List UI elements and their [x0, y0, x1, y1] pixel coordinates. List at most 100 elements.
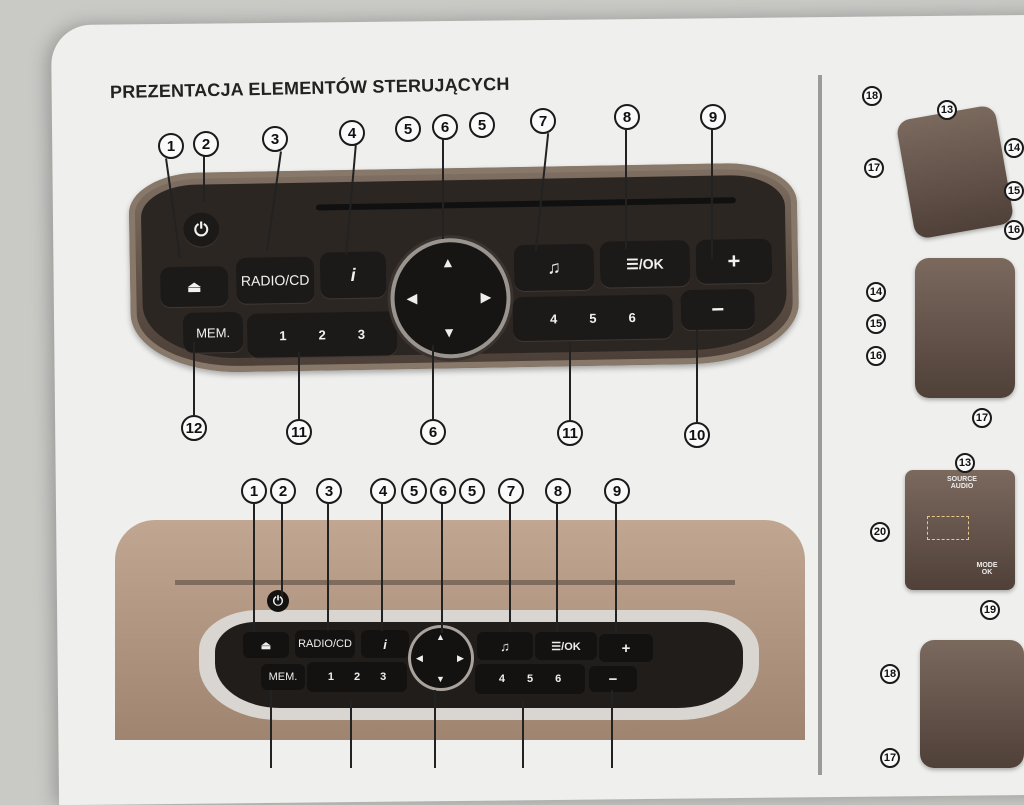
down-arrow-icon[interactable]: ▼ [441, 324, 457, 341]
callout-1: 1 [241, 478, 267, 504]
leader-line [441, 503, 443, 633]
music-icon: ♫ [547, 256, 561, 278]
preset-button-6[interactable]: 6 [555, 673, 562, 685]
radio-cd-button[interactable]: RADIO/CD [235, 256, 315, 304]
leader-line [711, 129, 713, 259]
preset-button-2[interactable]: 2 [318, 326, 326, 343]
up-arrow-icon[interactable]: ▲ [440, 254, 455, 271]
volume-plus-button[interactable]: + [695, 238, 773, 284]
leader-line [281, 503, 283, 597]
callout-16: 16 [866, 346, 886, 366]
callout-10: 10 [684, 422, 710, 448]
volume-minus-button[interactable]: − [589, 666, 637, 692]
leader-line [556, 503, 558, 631]
navigation-joystick[interactable]: ▲ ▼ ◀ ▶ [393, 241, 508, 356]
preset-button-4[interactable]: 4 [549, 310, 558, 327]
preset-button-5[interactable]: 5 [589, 310, 597, 326]
info-button[interactable]: i [361, 630, 409, 658]
callout-14: 14 [866, 282, 886, 302]
presets-left-group: 1 2 3 [246, 311, 398, 358]
leader-line [569, 342, 571, 421]
left-arrow-icon[interactable]: ◀ [416, 653, 423, 663]
steering-control-4 [920, 640, 1024, 768]
radio-panel-top: ⏻ ⏏ RADIO/CD i MEM. 1 2 3 ▲ ▼ ◀ ▶ ♫ ☰/OK… [128, 162, 800, 374]
info-icon: i [350, 264, 356, 285]
callout-1: 1 [158, 133, 184, 159]
presets-right-group: 4 5 6 [512, 294, 674, 342]
eject-button[interactable]: ⏏ [243, 632, 289, 658]
eject-icon: ⏏ [187, 278, 202, 296]
leader-line [696, 330, 698, 423]
list-ok-button[interactable]: ☰/OK [599, 240, 691, 288]
preset-button-3[interactable]: 3 [380, 671, 387, 683]
list-ok-button[interactable]: ☰/OK [535, 632, 597, 660]
leader-line [253, 503, 255, 631]
right-arrow-icon[interactable]: ▶ [457, 653, 464, 663]
eject-button[interactable]: ⏏ [159, 266, 229, 308]
leader-line [327, 503, 329, 631]
up-arrow-icon[interactable]: ▲ [436, 632, 445, 642]
callout-9: 9 [604, 478, 630, 504]
power-button[interactable]: ⏻ [267, 590, 289, 612]
info-button[interactable]: i [319, 251, 387, 299]
preset-button-2[interactable]: 2 [353, 671, 361, 683]
preset-button-3[interactable]: 3 [357, 326, 366, 342]
presets-left-group: 1 2 3 [307, 662, 407, 692]
preset-button-4[interactable]: 4 [498, 673, 505, 685]
callout-11a: 11 [286, 419, 312, 445]
info-icon: i [383, 636, 387, 652]
mode-ok-label: MODE OK [976, 562, 998, 576]
callout-9: 9 [700, 104, 726, 130]
preset-button-6[interactable]: 6 [628, 309, 636, 325]
volume-plus-button[interactable]: + [599, 634, 653, 662]
navigation-joystick[interactable]: ▲ ▼ ◀ ▶ [411, 628, 471, 688]
callout-12: 12 [181, 415, 207, 441]
preset-button-5[interactable]: 5 [526, 673, 534, 685]
callout-5a: 5 [395, 116, 421, 142]
mem-button[interactable]: MEM. [182, 311, 244, 353]
power-button[interactable]: ⏻ [182, 212, 220, 247]
leader-line [350, 700, 352, 768]
leader-line [611, 690, 613, 768]
callout-5a: 5 [401, 478, 427, 504]
leader-line [625, 129, 627, 249]
right-arrow-icon[interactable]: ▶ [480, 288, 492, 305]
callout-2: 2 [193, 131, 219, 157]
callout-11b: 11 [557, 420, 583, 446]
music-button[interactable]: ♫ [477, 632, 533, 660]
preset-button-1[interactable]: 1 [327, 671, 334, 683]
mem-button[interactable]: MEM. [261, 664, 305, 690]
preset-button-1[interactable]: 1 [279, 327, 287, 343]
leader-line [434, 690, 436, 768]
radio-face: ⏻ ⏏ RADIO/CD i MEM. 1 2 3 ▲ ▼ ◀ ▶ ♫ ☰/OK… [140, 174, 788, 360]
leader-line [298, 352, 300, 420]
steering-control-1 [895, 104, 1015, 240]
callout-13: 13 [937, 100, 957, 120]
callout-6b: 6 [420, 419, 446, 445]
music-button[interactable]: ♫ [513, 243, 595, 292]
callout-17: 17 [880, 748, 900, 768]
radio-cd-button[interactable]: RADIO/CD [295, 630, 355, 658]
callout-8: 8 [614, 104, 640, 130]
callout-15: 15 [1004, 181, 1024, 201]
leader-line [442, 139, 444, 239]
leader-line [270, 690, 272, 768]
steering-control-2 [915, 258, 1015, 398]
column-divider [818, 75, 822, 775]
callout-3: 3 [316, 478, 342, 504]
down-arrow-icon[interactable]: ▼ [436, 674, 445, 684]
power-icon: ⏻ [272, 593, 284, 608]
callout-3: 3 [262, 126, 288, 152]
source-audio-label: SOURCE AUDIO [947, 476, 977, 490]
leader-line [522, 700, 524, 768]
left-arrow-icon[interactable]: ◀ [406, 289, 418, 307]
callout-16: 16 [1004, 220, 1024, 240]
callout-5b: 5 [469, 112, 495, 138]
cd-slot [175, 580, 735, 585]
callout-7: 7 [498, 478, 524, 504]
music-icon: ♫ [500, 638, 510, 654]
volume-minus-button[interactable]: − [680, 288, 756, 331]
callout-2: 2 [270, 478, 296, 504]
callout-13: 13 [955, 453, 975, 473]
leader-line [615, 503, 617, 633]
